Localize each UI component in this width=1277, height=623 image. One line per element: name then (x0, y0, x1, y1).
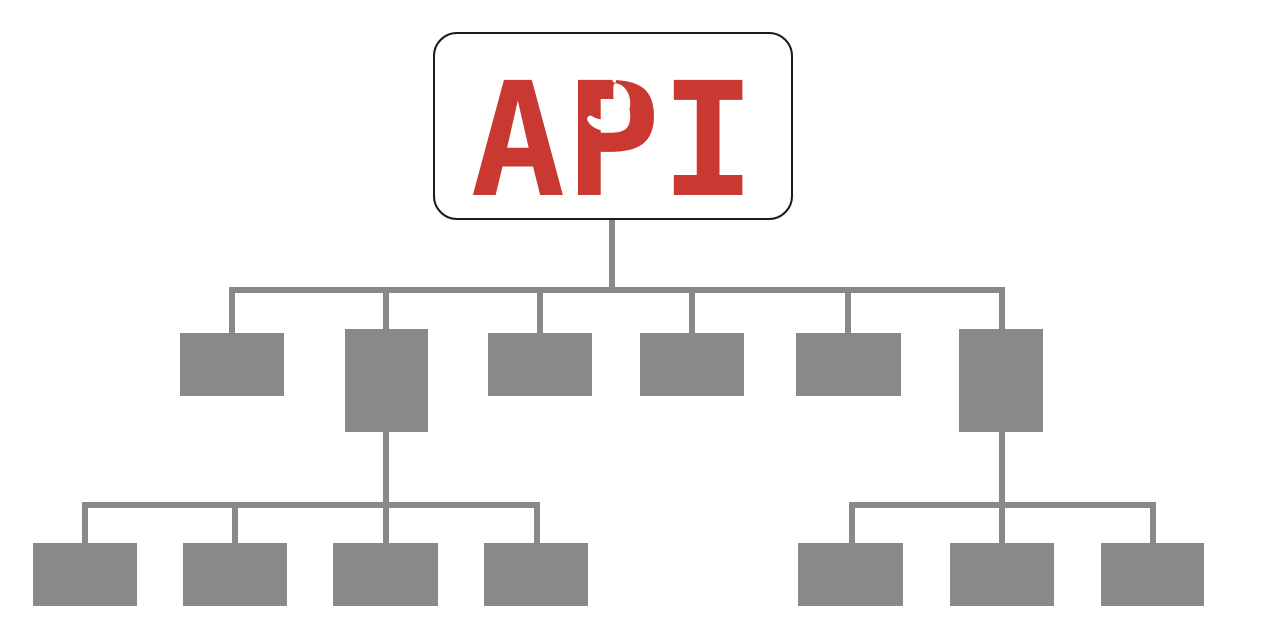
drop-branch-5 (845, 287, 851, 333)
leaf-node-6 (950, 543, 1054, 606)
api-root-node: AP I (433, 32, 793, 220)
drop-branch-3 (537, 287, 543, 333)
drop-branch-6 (999, 287, 1005, 329)
drop-leaf-1 (82, 502, 88, 543)
logo-letter-p: P (565, 49, 661, 233)
api-logo: AP I (470, 62, 755, 220)
logo-letter-i: I (660, 49, 756, 233)
leaf-node-3 (333, 543, 438, 606)
branch-6-stem (999, 432, 1005, 508)
leaf-node-1 (33, 543, 137, 606)
drop-leaf-3 (383, 502, 389, 543)
leaf-node-4 (484, 543, 588, 606)
branch-node-2 (345, 329, 428, 432)
drop-branch-1 (229, 287, 235, 333)
leaf-node-5 (798, 543, 903, 606)
branch-node-4 (640, 333, 744, 396)
branch-node-1 (180, 333, 284, 396)
drop-branch-2 (383, 287, 389, 329)
leaf-node-7 (1101, 543, 1204, 606)
branch-node-3 (488, 333, 592, 396)
leaf-node-2 (183, 543, 287, 606)
root-stem (609, 220, 615, 293)
drop-branch-4 (689, 287, 695, 333)
drop-leaf-2 (232, 502, 238, 543)
drop-leaf-7 (1150, 502, 1156, 543)
branch-node-5 (796, 333, 901, 396)
drop-leaf-4 (534, 502, 540, 543)
branch-2-stem (383, 432, 389, 508)
logo-letter-a: A (470, 49, 566, 233)
drop-leaf-5 (849, 502, 855, 543)
left-rail (82, 502, 540, 508)
drop-leaf-6 (999, 502, 1005, 543)
main-rail (229, 287, 1004, 293)
branch-node-6 (959, 329, 1043, 432)
